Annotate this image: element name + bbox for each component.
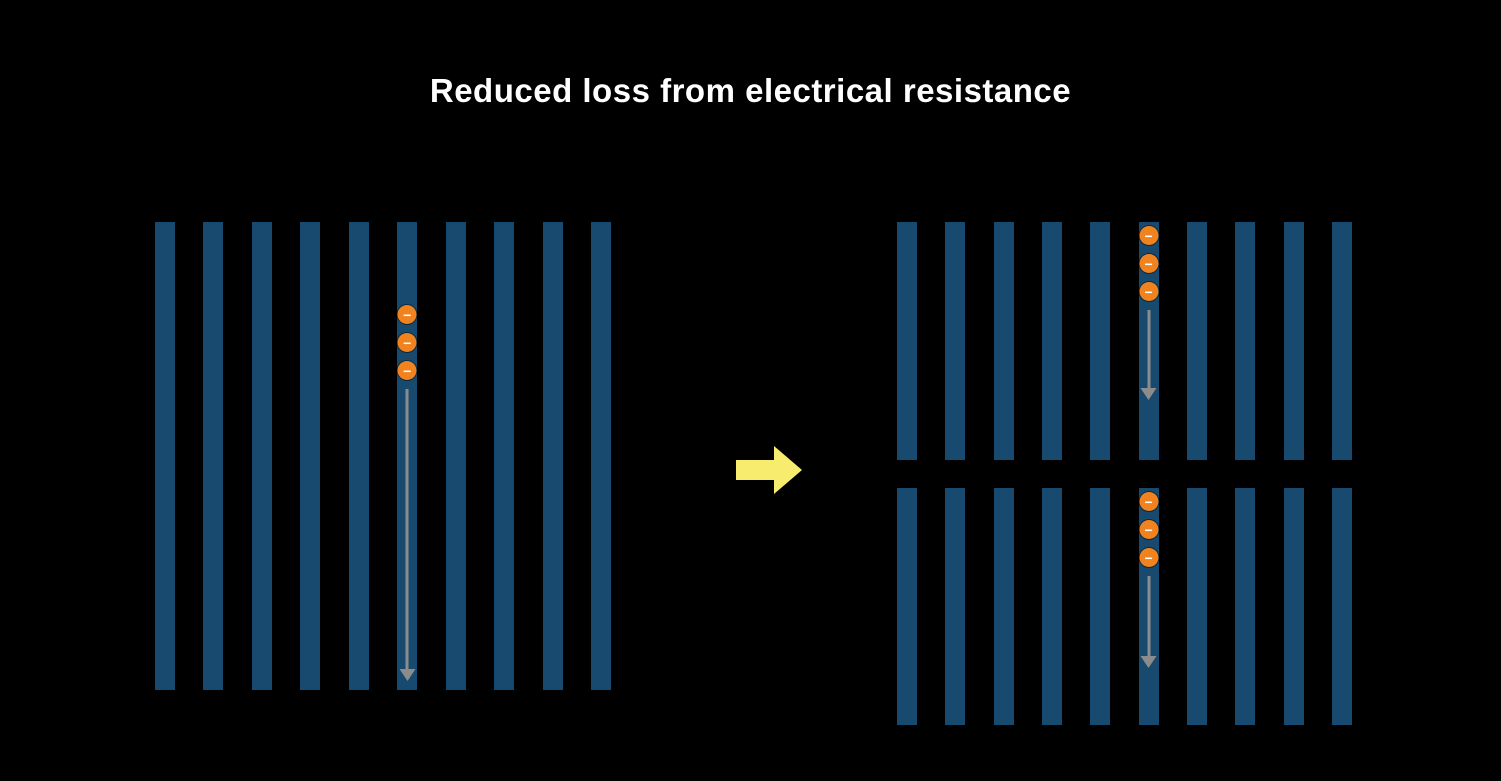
electron-minus-icon: − (1139, 254, 1159, 273)
electron-minus-icon: − (397, 361, 417, 380)
cell-finger-bar (897, 222, 917, 460)
cell-finger-bar (1090, 222, 1111, 460)
flow-arrow-line (405, 389, 409, 669)
cell-finger-bar (300, 222, 321, 690)
transition-right-arrow-icon (736, 446, 802, 494)
diagram-title: Reduced loss from electrical resistance (429, 72, 1072, 109)
electron-flow: − − − (1139, 226, 1159, 400)
cell-finger-bar (1186, 488, 1207, 725)
cell-finger-bar (348, 222, 369, 690)
cell-finger-bar (542, 222, 563, 690)
electron-minus-icon: − (397, 333, 417, 352)
electron-minus-icon: − (1139, 520, 1159, 539)
cell-finger-bar (1041, 488, 1062, 725)
flow-arrow-head-icon (399, 669, 416, 681)
cell-finger-bar (993, 222, 1014, 460)
cell-finger-bar (445, 222, 466, 690)
cell-finger-bar: − − − (397, 222, 418, 690)
cell-finger-bar (1090, 488, 1111, 725)
cell-finger-bar (897, 488, 917, 725)
half-cell-top-panel: − − − (897, 222, 1352, 460)
flow-arrow-head-icon (1140, 656, 1157, 668)
cell-finger-bar: − − − (1138, 222, 1159, 460)
cell-finger-bar (993, 488, 1014, 725)
electron-minus-icon: − (1139, 282, 1159, 301)
cell-finger-bar (1041, 222, 1062, 460)
flow-arrow-line (1147, 310, 1151, 388)
cell-finger-bar (494, 222, 515, 690)
cell-finger-bar (945, 488, 966, 725)
cell-finger-bar (251, 222, 272, 690)
full-cell-panel: − − − (155, 222, 611, 690)
cell-finger-bar (1283, 222, 1304, 460)
flow-arrow-line (1147, 576, 1151, 656)
cell-finger-bar (1235, 488, 1256, 725)
cell-finger-bar (1283, 488, 1304, 725)
electron-minus-icon: − (1139, 548, 1159, 567)
cell-finger-bar (945, 222, 966, 460)
electron-flow: − − − (1139, 492, 1159, 668)
cell-finger-bar (1186, 222, 1207, 460)
cell-finger-bar (1331, 488, 1352, 725)
cell-finger-bar (155, 222, 175, 690)
cell-finger-bar: − − − (1138, 488, 1159, 725)
cell-finger-bar (1331, 222, 1352, 460)
cell-finger-bar (203, 222, 224, 690)
flow-arrow-head-icon (1140, 388, 1157, 400)
half-cell-bottom-panel: − − − (897, 488, 1352, 725)
electron-minus-icon: − (397, 305, 417, 324)
electron-flow: − − − (397, 305, 417, 681)
cell-finger-bar (590, 222, 611, 690)
electron-minus-icon: − (1139, 226, 1159, 245)
cell-finger-bar (1235, 222, 1256, 460)
electron-minus-icon: − (1139, 492, 1159, 511)
